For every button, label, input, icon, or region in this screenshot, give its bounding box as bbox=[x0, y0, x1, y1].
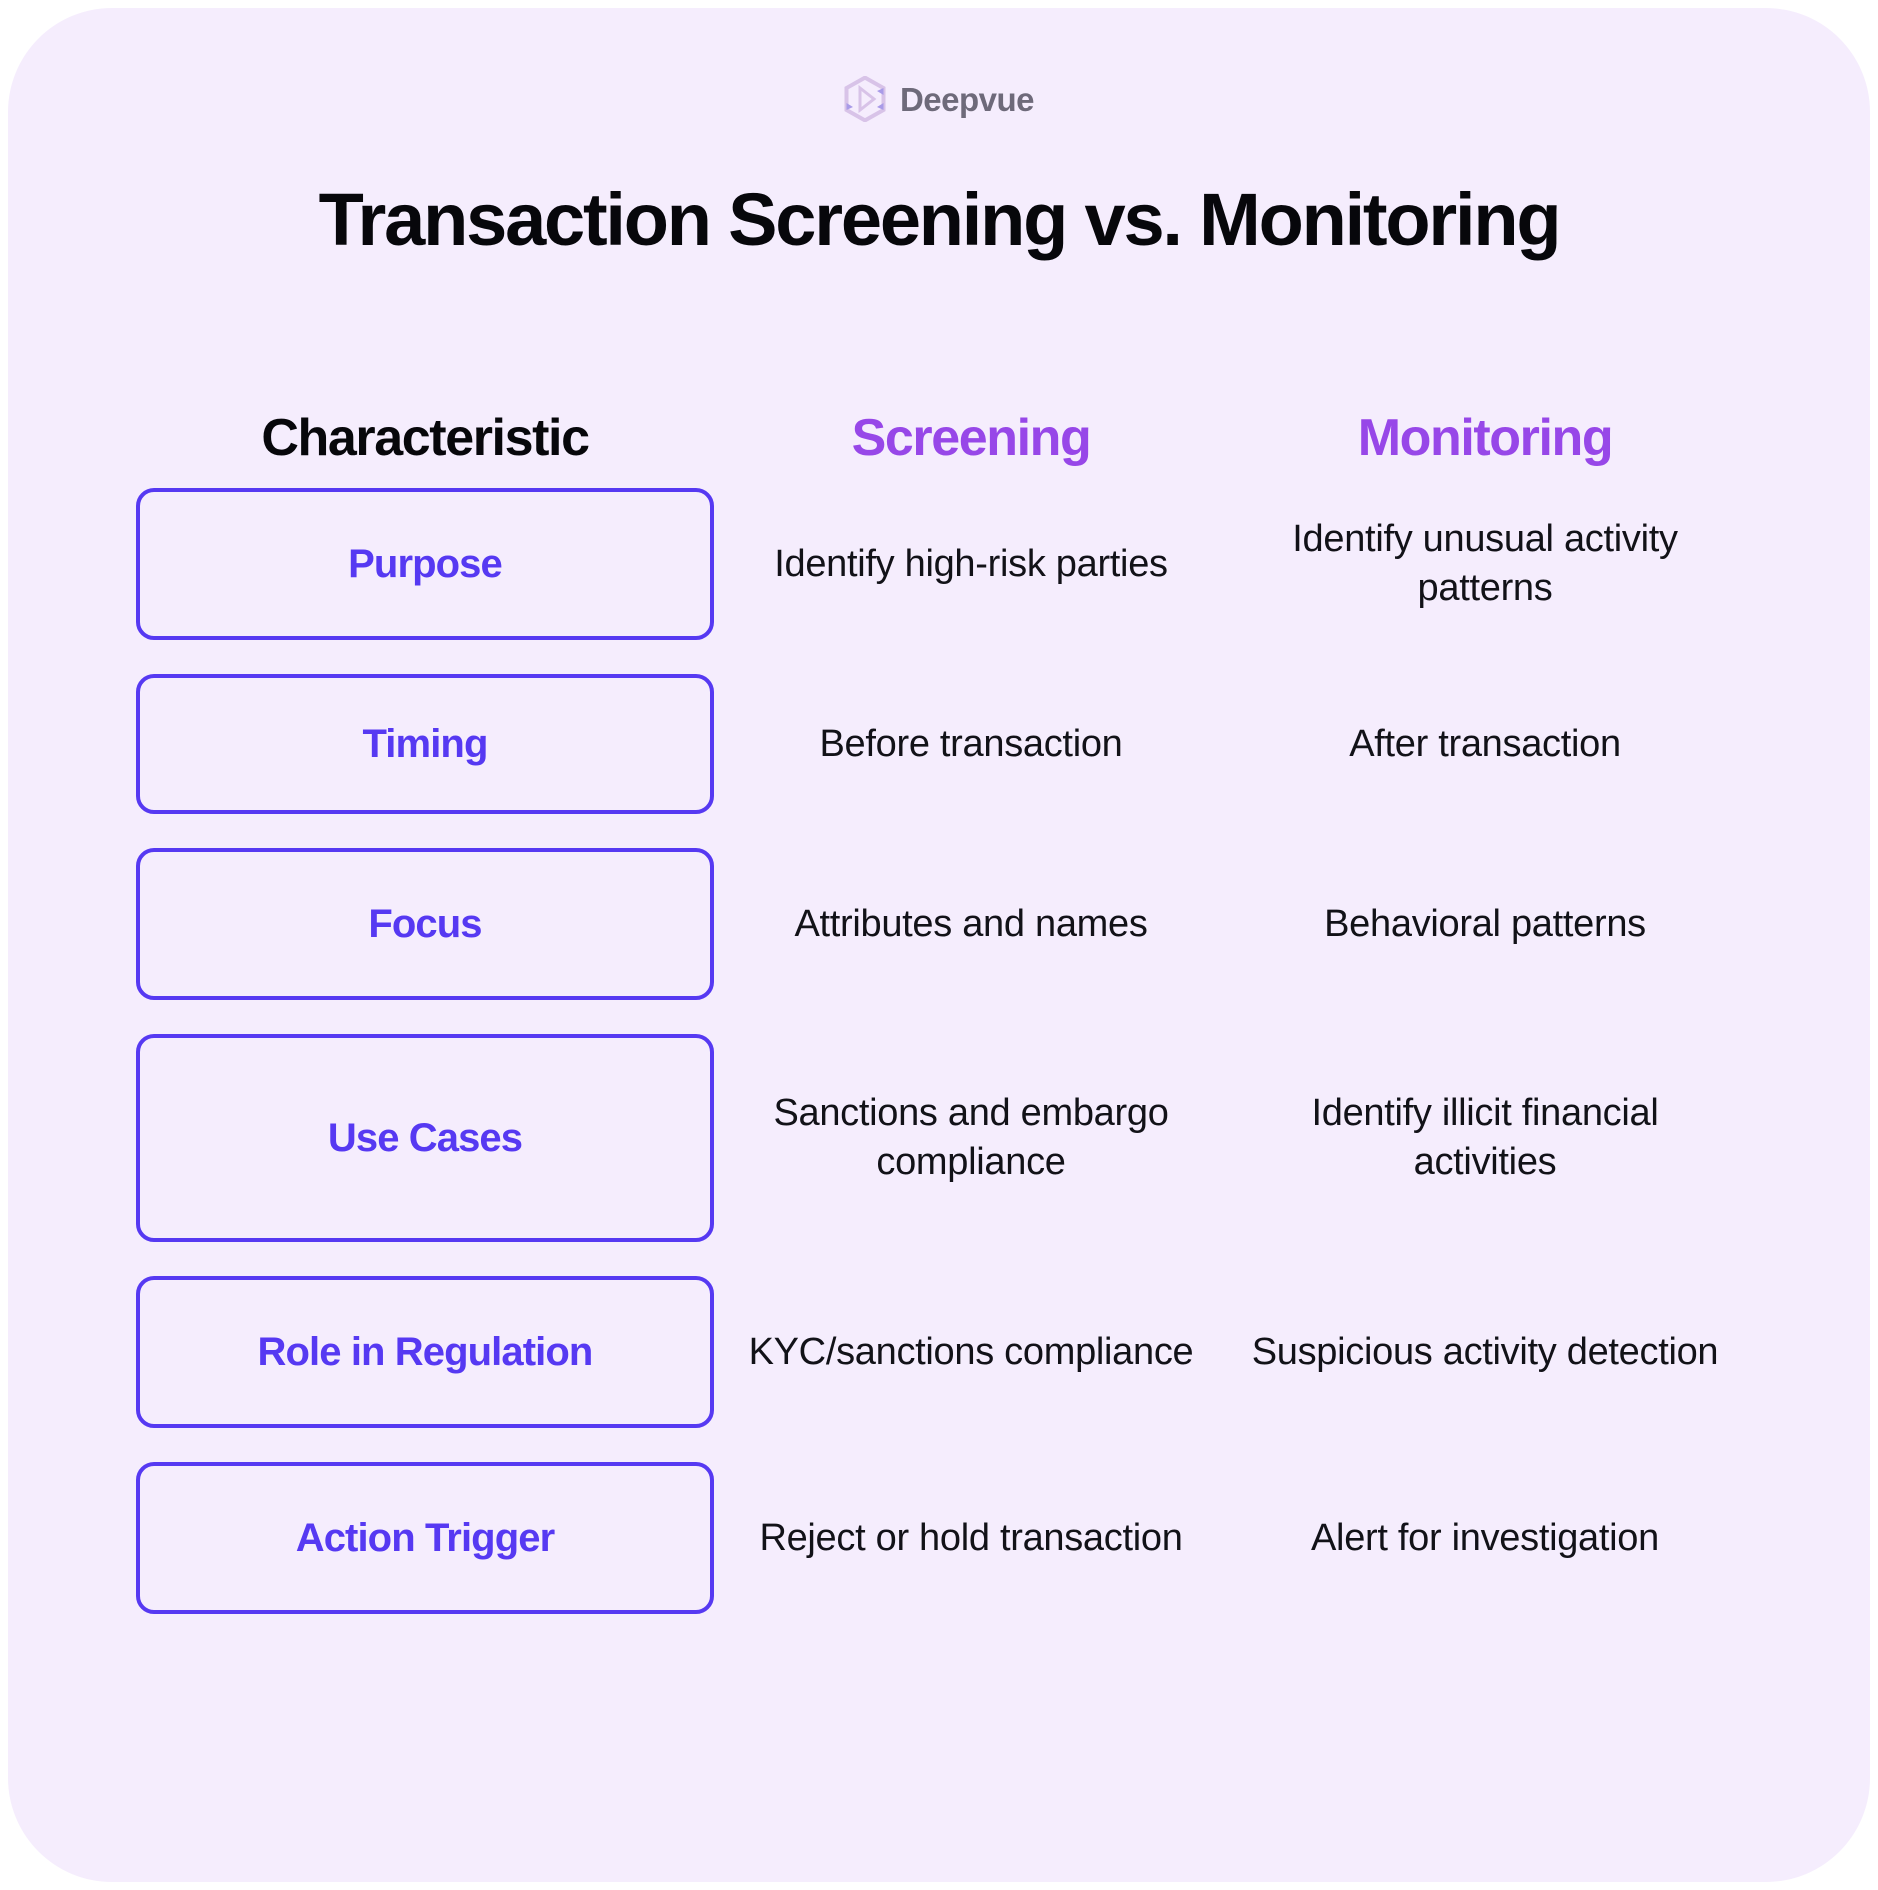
screening-value: Before transaction bbox=[819, 722, 1123, 765]
page-title: Transaction Screening vs. Monitoring bbox=[318, 178, 1562, 261]
deepvue-hexagon-logo-icon bbox=[844, 76, 886, 122]
brand-lockup: Deepvue bbox=[8, 76, 1870, 122]
screening-value: Sanctions and embargo compliance bbox=[773, 1092, 1169, 1183]
monitoring-value: Suspicious activity detection bbox=[1251, 1330, 1719, 1373]
monitoring-value: Identify unusual activity patterns bbox=[1292, 518, 1678, 609]
characteristic-label: Timing bbox=[362, 722, 489, 766]
characteristic-box: Action Trigger bbox=[136, 1462, 714, 1614]
characteristic-box: Focus bbox=[136, 848, 714, 1000]
characteristic-cell: Focus bbox=[136, 848, 714, 1000]
table-row: Role in Regulation KYC/sanctions complia… bbox=[136, 1276, 1742, 1428]
monitoring-value: After transaction bbox=[1349, 722, 1621, 765]
screening-value: Identify high-risk parties bbox=[774, 542, 1168, 585]
characteristic-box: Purpose bbox=[136, 488, 714, 640]
screening-value: Reject or hold transaction bbox=[759, 1516, 1183, 1559]
comparison-table: Characteristic Screening Monitoring Purp… bbox=[136, 388, 1742, 1648]
characteristic-label: Role in Regulation bbox=[257, 1330, 594, 1374]
characteristic-label: Action Trigger bbox=[295, 1516, 555, 1560]
characteristic-label: Use Cases bbox=[327, 1116, 523, 1160]
column-header-characteristic: Characteristic bbox=[261, 409, 590, 467]
monitoring-value: Alert for investigation bbox=[1311, 1516, 1659, 1559]
characteristic-label: Purpose bbox=[348, 542, 503, 586]
screening-value: Attributes and names bbox=[794, 902, 1148, 945]
screening-value: KYC/sanctions compliance bbox=[748, 1330, 1194, 1373]
characteristic-cell: Timing bbox=[136, 674, 714, 814]
column-header-monitoring: Monitoring bbox=[1357, 409, 1614, 467]
table-header-row: Characteristic Screening Monitoring bbox=[136, 388, 1742, 488]
characteristic-cell: Action Trigger bbox=[136, 1462, 714, 1614]
characteristic-box: Timing bbox=[136, 674, 714, 814]
characteristic-cell: Use Cases bbox=[136, 1034, 714, 1242]
brand-name: Deepvue bbox=[899, 80, 1035, 118]
infographic-card: Deepvue Transaction Screening vs. Monito… bbox=[8, 8, 1870, 1882]
monitoring-value: Identify illicit financial activities bbox=[1311, 1092, 1659, 1183]
table-row: Focus Attributes and names Behavioral pa… bbox=[136, 848, 1742, 1000]
characteristic-box: Use Cases bbox=[136, 1034, 714, 1242]
table-row: Action Trigger Reject or hold transactio… bbox=[136, 1462, 1742, 1614]
monitoring-value: Behavioral patterns bbox=[1324, 902, 1646, 945]
table-row: Timing Before transaction After transact… bbox=[136, 674, 1742, 814]
characteristic-cell: Role in Regulation bbox=[136, 1276, 714, 1428]
characteristic-label: Focus bbox=[368, 902, 482, 946]
column-header-screening: Screening bbox=[851, 409, 1092, 467]
table-row: Purpose Identify high-risk parties Ident… bbox=[136, 488, 1742, 640]
characteristic-cell: Purpose bbox=[136, 488, 714, 640]
table-row: Use Cases Sanctions and embargo complian… bbox=[136, 1034, 1742, 1242]
characteristic-box: Role in Regulation bbox=[136, 1276, 714, 1428]
